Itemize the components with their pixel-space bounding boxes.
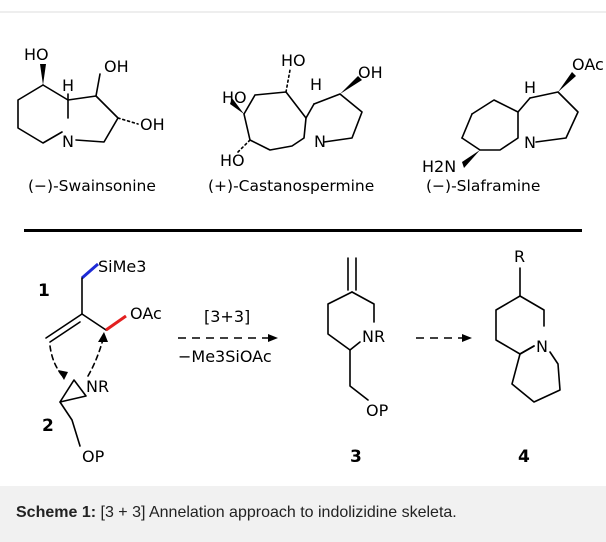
reagent-2-op-label: OP	[82, 447, 105, 466]
swainsonine-h-label: H	[62, 76, 74, 95]
reagent-1-structure	[45, 262, 127, 380]
caption-text: [3 + 3] Annelation approach to indolizid…	[96, 504, 457, 521]
scheme-diagram: HO OH OH H N (−)-Swainsonine HO OH HO HO…	[0, 11, 606, 467]
slaframine-n-label: N	[524, 133, 536, 152]
acetate-bond	[105, 314, 127, 332]
scheme-separator	[24, 229, 582, 232]
swainsonine-oh2-label: OH	[140, 115, 165, 134]
castanospermine-oh-label: OH	[358, 63, 383, 82]
reagent-1-oac-label: OAc	[130, 304, 162, 323]
product-3-number: 3	[350, 447, 362, 467]
product-3-structure	[327, 257, 375, 401]
slaframine-h-label: H	[524, 78, 536, 97]
slaframine-name: (−)-Slaframine	[426, 177, 540, 195]
castanospermine-name: (+)-Castanospermine	[208, 177, 374, 195]
castanospermine-ho1-label: HO	[281, 51, 306, 70]
arrow-top-label: [3+3]	[204, 307, 250, 326]
castanospermine-n-label: N	[314, 132, 326, 151]
swainsonine-name: (−)-Swainsonine	[28, 177, 156, 195]
product-4-structure	[495, 267, 561, 403]
product-3-nr-label: NR	[362, 327, 385, 346]
caption-label: Scheme 1:	[16, 504, 97, 521]
swainsonine-oh1-label: OH	[104, 57, 129, 76]
product-4-n-label: N	[536, 337, 548, 356]
product-4-number: 4	[518, 447, 530, 467]
reagent-2-nr-label: NR	[86, 377, 109, 396]
product-arrow	[416, 334, 472, 342]
arrow-bottom-label: −Me3SiOAc	[178, 347, 272, 366]
castanospermine-ho3-label: HO	[220, 151, 245, 170]
scheme-figure: HO OH OH H N (−)-Swainsonine HO OH HO HO…	[0, 11, 606, 467]
reagent-1-simE3-label: SiMe3	[98, 257, 146, 276]
slaframine-h2n-label: H2N	[422, 157, 456, 176]
reagent-1-number: 1	[38, 281, 50, 301]
castanospermine-ho2-label: HO	[222, 88, 247, 107]
slaframine-oac-label: OAc	[572, 55, 604, 74]
swainsonine-ho-label: HO	[24, 45, 49, 64]
swainsonine-n-label: N	[62, 132, 74, 151]
silyl-bond	[81, 262, 99, 280]
figure-caption: Scheme 1: [3 + 3] Annelation approach to…	[0, 486, 606, 542]
slaframine-structure	[461, 72, 579, 168]
reagent-2-number: 2	[42, 416, 54, 436]
product-3-op-label: OP	[366, 401, 389, 420]
product-4-r-label: R	[514, 247, 525, 266]
reagent-2-structure	[59, 379, 87, 447]
reaction-arrow	[178, 334, 278, 342]
swainsonine-clean	[10, 40, 180, 165]
castanospermine-h-label: H	[310, 75, 322, 94]
castanospermine-structure	[230, 69, 363, 153]
